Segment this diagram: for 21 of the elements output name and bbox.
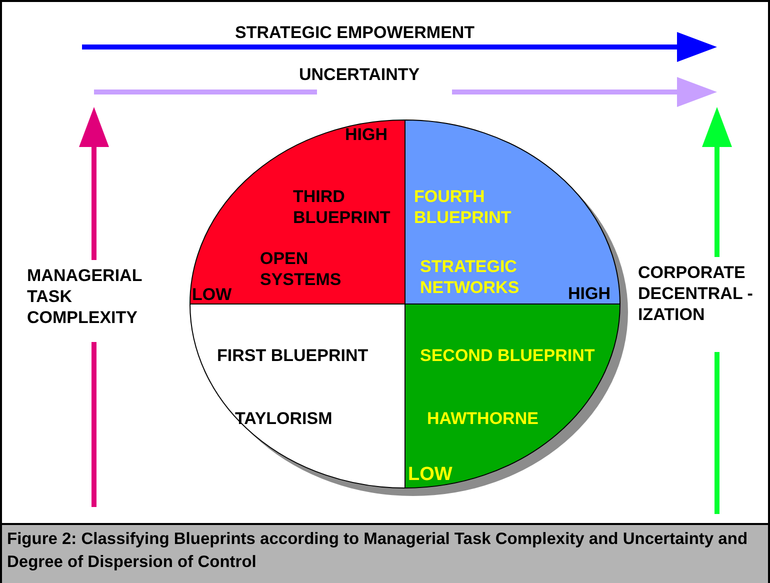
quadrant-label: TAYLORISM bbox=[235, 408, 334, 429]
scale-label: LOW bbox=[192, 284, 233, 305]
quadrant bbox=[190, 120, 405, 304]
quadrant-label: STRATEGIC NETWORKS bbox=[420, 256, 520, 298]
quadrant-label: FIRST BLUEPRINT bbox=[217, 345, 370, 366]
scale-label: HIGH bbox=[568, 283, 612, 304]
scale-label: LOW bbox=[408, 464, 454, 485]
quadrant-label: SECOND BLUEPRINT bbox=[420, 345, 596, 366]
quadrant bbox=[405, 304, 620, 488]
quadrant-label: HAWTHORNE bbox=[427, 408, 540, 429]
scale-label: HIGH bbox=[345, 124, 388, 145]
quadrant bbox=[190, 304, 405, 488]
caption: Figure 2: Classifying Blueprints according to Managerial Task Complexity and Uncertainty and Degree of Dispersion of Control bbox=[2, 523, 768, 583]
quadrant bbox=[405, 120, 620, 304]
axis-label: MANAGERIAL TASK COMPLEXITY bbox=[27, 265, 143, 328]
axis-label: CORPORATE DECENTRAL -IZATION bbox=[638, 262, 754, 325]
quadrant-label: FOURTH BLUEPRINT bbox=[414, 186, 512, 228]
axis-label: STRATEGIC EMPOWERMENT bbox=[235, 22, 476, 43]
quadrant-label: THIRD BLUEPRINT bbox=[293, 186, 392, 228]
axis-label: UNCERTAINTY bbox=[299, 64, 421, 85]
quadrant-label: OPEN SYSTEMS bbox=[260, 248, 342, 290]
